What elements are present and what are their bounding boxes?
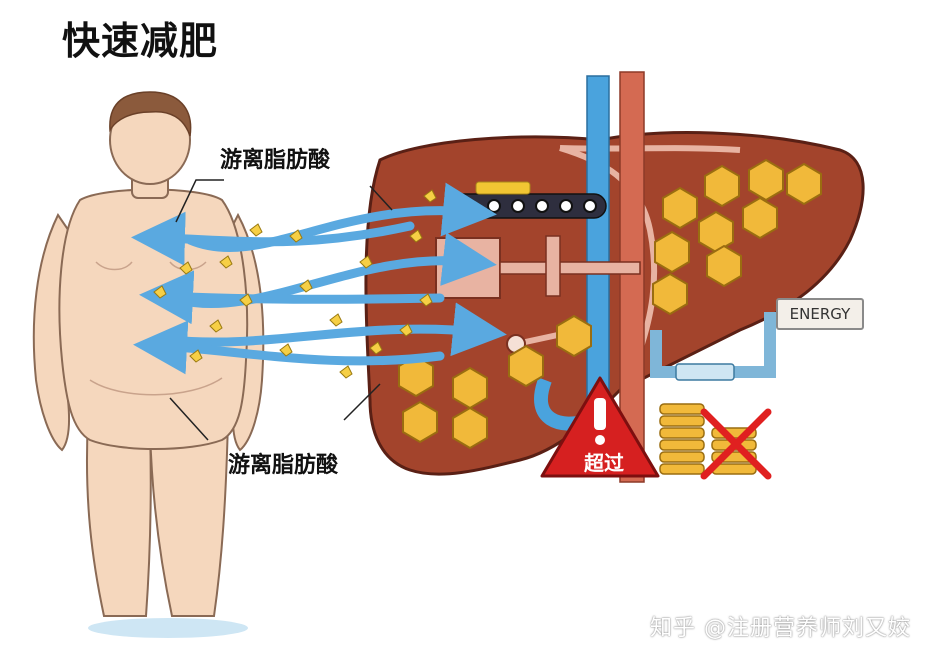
arrow-to-liver-upper [185,182,497,253]
arrow-from-liver-upper [131,211,415,266]
fatty-acid-particles [153,189,437,379]
pipe-horizontal [499,261,641,275]
energy-tube [650,312,778,378]
fatty-acid-label-bottom: 游离脂肪酸 [228,453,339,478]
energy-tube-meter [675,363,735,381]
vein-red [619,71,645,483]
energy-label: ENERGY [776,298,864,330]
person-left-leg [85,418,152,617]
leader-line-bottom-liver [343,383,381,421]
liver-ligament [559,145,741,153]
conveyor-top [475,181,531,195]
page-title: 快速减肥 [62,19,219,63]
fatty-acid-label-top: 游离脂肪酸 [220,148,331,173]
warning-exclamation-bar [594,398,606,430]
leader-line-bottom [169,397,209,441]
pipe-vertical [545,235,561,297]
warning-label: 超过 [584,451,624,475]
person-right-leg [148,418,230,617]
person-hair [109,91,192,137]
flow-arrows [131,182,507,375]
leader-line-top-liver [369,185,393,211]
arrow-to-liver-mid [175,232,497,309]
warning-exclamation-dot [595,435,605,445]
person-belly-line [89,377,223,396]
arrow-to-liver-lower [165,302,507,357]
floor-shadow [88,618,248,638]
person-torso [58,188,249,450]
watermark-text: 知乎 @注册营养师刘又姣 [650,616,911,641]
arrow-from-liver-mid [139,270,445,325]
cross-mark [700,408,772,480]
processing-box [435,237,501,299]
arrow-from-liver-lower [133,320,445,375]
person-chest-left [95,261,133,271]
leader-line-top [175,179,224,223]
